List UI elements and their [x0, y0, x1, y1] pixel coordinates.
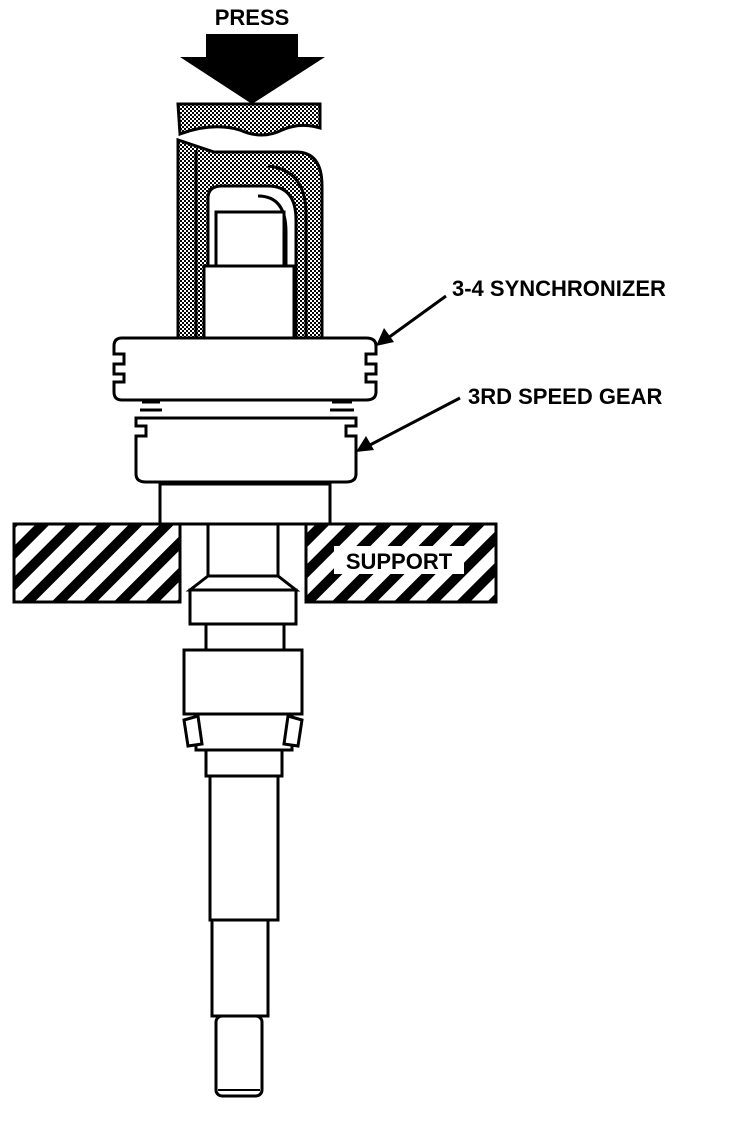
press-ram — [176, 102, 322, 137]
third-gear-body — [134, 416, 358, 484]
press-arrow-icon — [180, 34, 325, 104]
shaft-collar — [188, 588, 298, 626]
synchronizer-arrowhead-icon — [376, 328, 394, 346]
gear-hub — [158, 482, 332, 526]
inner-shaft-top — [214, 210, 286, 270]
press-sleeve — [176, 137, 324, 340]
shaft-long-section — [208, 774, 280, 922]
shaft-middle-step — [210, 918, 270, 1018]
gear-teeth-left — [140, 400, 162, 420]
third-gear-leader-line — [367, 396, 461, 448]
synchronizer-leader-line — [387, 294, 447, 340]
synchronizer-label: 3-4 SYNCHRONIZER — [452, 276, 666, 301]
bearing-cone — [194, 712, 294, 752]
third-gear-label: 3RD SPEED GEAR — [468, 384, 662, 409]
support-label: SUPPORT — [346, 549, 453, 574]
shaft-upper — [206, 522, 280, 586]
third-gear-arrowhead-icon — [356, 436, 374, 452]
bearing-roller-right — [282, 714, 304, 748]
support-label-box — [334, 546, 464, 574]
support-left — [12, 522, 182, 604]
synchronizer-body — [112, 336, 378, 402]
gear-teeth-right — [330, 400, 354, 420]
shaft-taper — [185, 574, 301, 592]
inner-shaft-lower — [202, 264, 296, 340]
press-label: PRESS — [215, 5, 290, 30]
bearing-roller-left — [182, 714, 204, 748]
shaft-tip — [214, 1014, 264, 1098]
shaft-gear-section — [182, 648, 304, 716]
sleeve-liner — [194, 150, 308, 338]
shaft-neck — [204, 622, 286, 652]
shaft-lower-collar — [204, 748, 284, 778]
